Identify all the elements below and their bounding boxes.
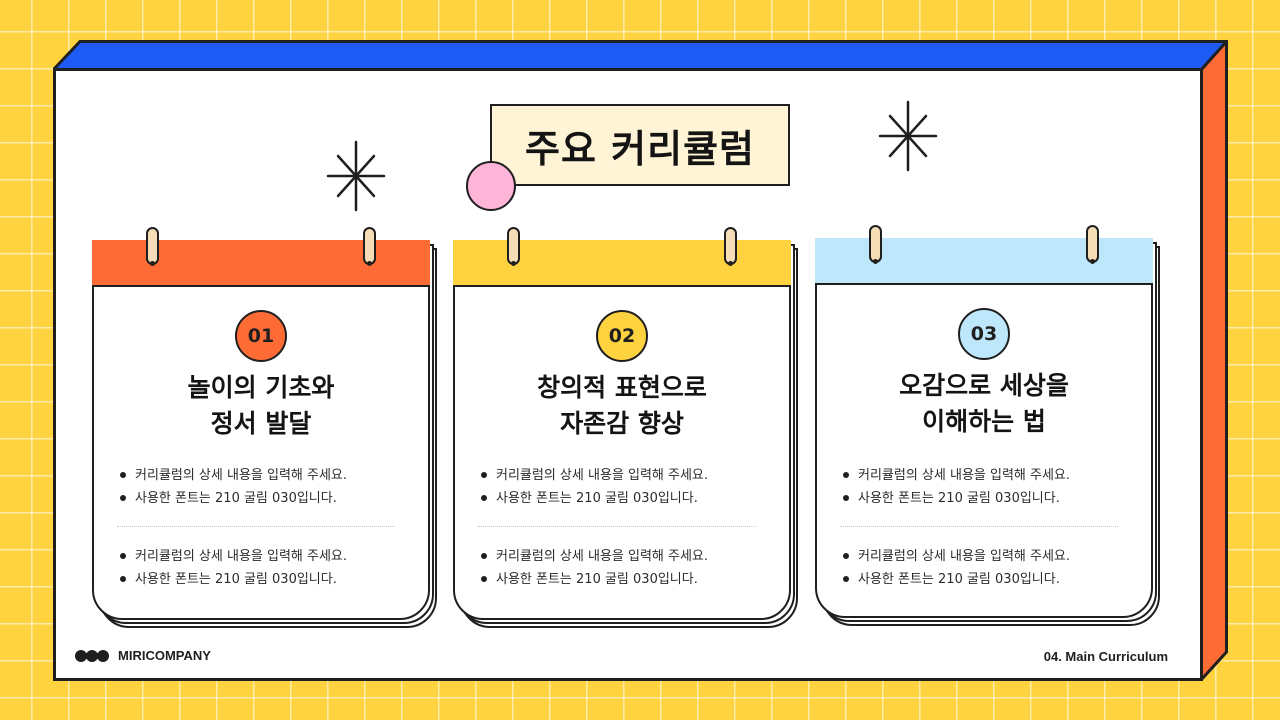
page-label: 04. Main Curriculum xyxy=(1043,649,1168,664)
dotted-divider xyxy=(840,526,1118,527)
binder-ring-icon xyxy=(869,225,882,264)
card-number-badge: 03 xyxy=(958,308,1010,360)
card-front-page xyxy=(92,240,430,620)
binder-ring-icon xyxy=(507,227,520,266)
card-number-badge: 02 xyxy=(596,310,648,362)
bullet-list: 커리큘럼의 상세 내용을 입력해 주세요. 사용한 폰트는 210 굴림 030… xyxy=(481,545,771,591)
bullet-list: 커리큘럼의 상세 내용을 입력해 주세요. 사용한 폰트는 210 굴림 030… xyxy=(120,545,410,591)
card-header-band xyxy=(453,240,791,287)
card-title-line: 오감으로 세상을 xyxy=(899,371,1069,400)
brand-name: MIRICOMPANY xyxy=(118,648,211,663)
binder-ring-icon xyxy=(1086,225,1099,264)
list-item: 커리큘럼의 상세 내용을 입력해 주세요. xyxy=(481,464,771,487)
card-title-line: 창의적 표현으로 xyxy=(537,373,707,402)
curriculum-card-2: 02 창의적 표현으로 자존감 향상 커리큘럼의 상세 내용을 입력해 주세요.… xyxy=(453,227,798,628)
list-item: 사용한 폰트는 210 굴림 030입니다. xyxy=(120,568,410,591)
dotted-divider xyxy=(478,526,756,527)
list-item: 사용한 폰트는 210 굴림 030입니다. xyxy=(120,487,410,510)
frame-side-edge xyxy=(1201,40,1228,681)
dotted-divider xyxy=(117,526,395,527)
list-item: 커리큘럼의 상세 내용을 입력해 주세요. xyxy=(120,545,410,568)
list-item: 사용한 폰트는 210 굴림 030입니다. xyxy=(843,487,1133,510)
list-item: 커리큘럼의 상세 내용을 입력해 주세요. xyxy=(481,545,771,568)
sparkle-icon xyxy=(878,100,938,172)
card-title: 창의적 표현으로 자존감 향상 xyxy=(453,370,791,442)
list-item: 커리큘럼의 상세 내용을 입력해 주세요. xyxy=(843,464,1133,487)
card-title-line: 자존감 향상 xyxy=(560,409,684,438)
card-front-page xyxy=(815,238,1153,618)
card-title-line: 정서 발달 xyxy=(210,409,312,438)
curriculum-card-1: 01 놀이의 기초와 정서 발달 커리큘럼의 상세 내용을 입력해 주세요. 사… xyxy=(92,227,437,628)
card-title-line: 놀이의 기초와 xyxy=(187,373,335,402)
list-item: 사용한 폰트는 210 굴림 030입니다. xyxy=(843,568,1133,591)
list-item: 사용한 폰트는 210 굴림 030입니다. xyxy=(481,487,771,510)
list-item: 커리큘럼의 상세 내용을 입력해 주세요. xyxy=(843,545,1133,568)
bullet-list: 커리큘럼의 상세 내용을 입력해 주세요. 사용한 폰트는 210 굴림 030… xyxy=(120,464,410,510)
bullet-list: 커리큘럼의 상세 내용을 입력해 주세요. 사용한 폰트는 210 굴림 030… xyxy=(843,545,1133,591)
card-number-badge: 01 xyxy=(235,310,287,362)
card-front-page xyxy=(453,240,791,620)
bullet-list: 커리큘럼의 상세 내용을 입력해 주세요. 사용한 폰트는 210 굴림 030… xyxy=(843,464,1133,510)
sparkle-icon xyxy=(326,140,386,212)
card-title: 놀이의 기초와 정서 발달 xyxy=(92,370,430,442)
curriculum-card-3: 03 오감으로 세상을 이해하는 법 커리큘럼의 상세 내용을 입력해 주세요.… xyxy=(815,225,1160,626)
card-title-line: 이해하는 법 xyxy=(922,407,1046,436)
binder-ring-icon xyxy=(146,227,159,266)
decorative-circle xyxy=(466,161,516,211)
binder-ring-icon xyxy=(363,227,376,266)
frame-top-edge xyxy=(53,40,1228,70)
three-dots-icon xyxy=(75,649,109,662)
list-item: 커리큘럼의 상세 내용을 입력해 주세요. xyxy=(120,464,410,487)
card-header-band xyxy=(92,240,430,287)
card-title: 오감으로 세상을 이해하는 법 xyxy=(815,368,1153,440)
page-title: 주요 커리큘럼 xyxy=(490,104,790,186)
bullet-list: 커리큘럼의 상세 내용을 입력해 주세요. 사용한 폰트는 210 굴림 030… xyxy=(481,464,771,510)
binder-ring-icon xyxy=(724,227,737,266)
card-header-band xyxy=(815,238,1153,285)
list-item: 사용한 폰트는 210 굴림 030입니다. xyxy=(481,568,771,591)
footer-brand: MIRICOMPANY xyxy=(75,648,211,663)
